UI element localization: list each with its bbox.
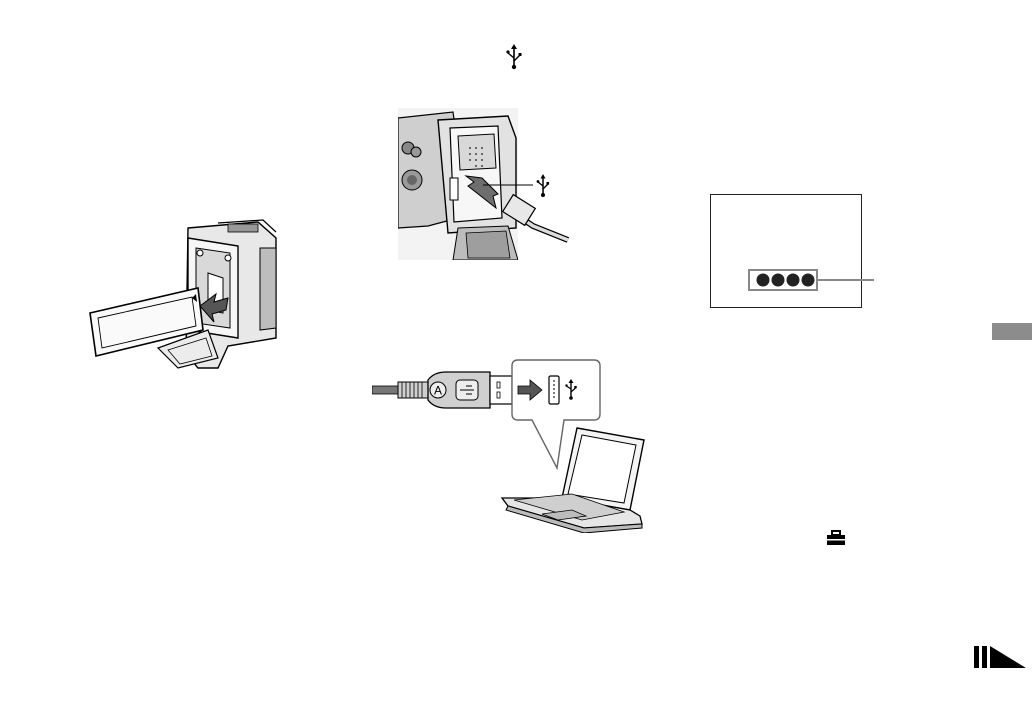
toolbox-icon — [826, 530, 846, 546]
usb-laptop-illustration: A — [372, 358, 647, 533]
access-indicator — [748, 268, 878, 294]
camera-usb-illustration — [398, 108, 573, 263]
plug-letter: A — [434, 384, 442, 398]
usb-icon — [537, 174, 550, 197]
card-insertion-illustration — [88, 218, 278, 373]
continue-arrow-icon — [974, 646, 1028, 668]
usb-icon — [505, 44, 523, 70]
usb-symbol-top — [505, 44, 523, 70]
section-tab — [992, 323, 1032, 340]
